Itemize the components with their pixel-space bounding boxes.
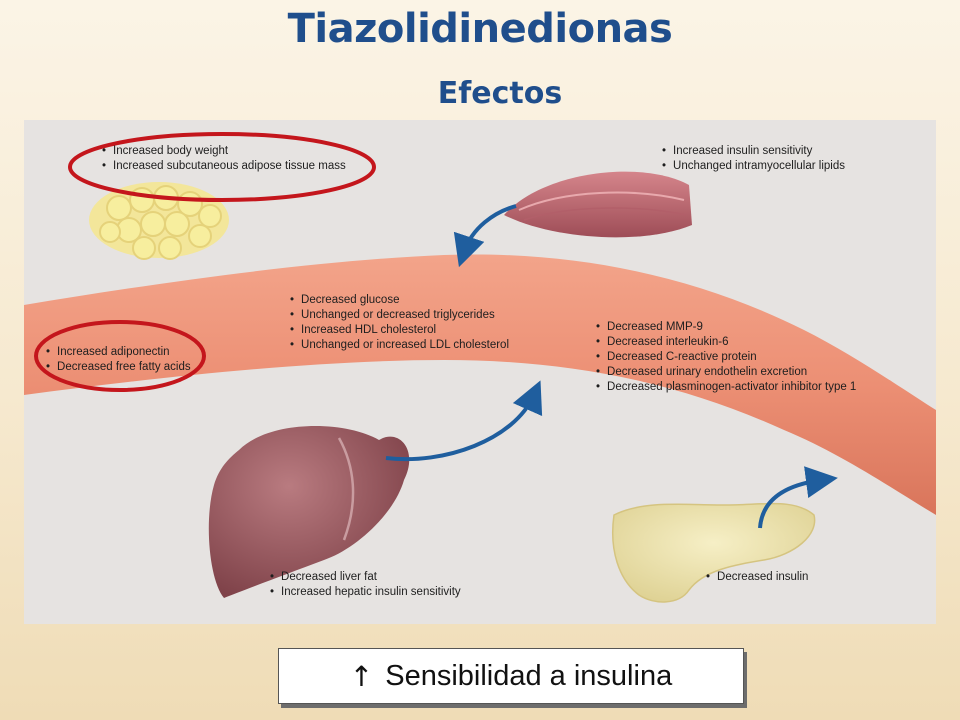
vessel-effect-item: Decreased MMP-9 bbox=[594, 320, 856, 335]
vessel-right-effects-list: Decreased MMP-9 Decreased interleukin-6 … bbox=[594, 320, 856, 395]
adipose-tissue-illustration bbox=[89, 182, 229, 260]
vessel-effect-item: Increased HDL cholesterol bbox=[288, 323, 509, 338]
vessel-effect-item: Unchanged or increased LDL cholesterol bbox=[288, 338, 509, 353]
pancreas-to-vessel-arrow bbox=[758, 466, 838, 529]
slide-subtitle: Efectos bbox=[437, 76, 563, 111]
vessel-effect-item: Decreased interleukin-6 bbox=[594, 335, 856, 350]
liver-effect-item: Increased hepatic insulin sensitivity bbox=[268, 585, 461, 600]
muscle-illustration bbox=[504, 171, 692, 238]
highlight-ring-adiponectin bbox=[34, 320, 206, 392]
muscle-effect-item: Increased insulin sensitivity bbox=[660, 144, 845, 159]
tzd-effects-diagram: Increased body weight Increased subcutan… bbox=[24, 120, 936, 624]
vessel-effect-item: Decreased plasminogen-activator inhibito… bbox=[594, 380, 856, 395]
vessel-left-effects-list: Increased adiponectin Decreased free fat… bbox=[44, 345, 191, 375]
vessel-effect-item: Increased adiponectin bbox=[44, 345, 191, 360]
liver-effect-item: Decreased liver fat bbox=[268, 570, 461, 585]
callout-text: Sensibilidad a insulina bbox=[385, 659, 673, 692]
up-arrow-icon: ↑ bbox=[349, 659, 374, 693]
muscle-to-vessel-arrow bbox=[453, 204, 517, 268]
pancreas-effects-list: Decreased insulin bbox=[704, 570, 808, 585]
muscle-effect-item: Unchanged intramyocellular lipids bbox=[660, 159, 845, 174]
liver-effects-list: Decreased liver fat Increased hepatic in… bbox=[268, 570, 461, 600]
insulin-sensitivity-callout: ↑ Sensibilidad a insulina bbox=[278, 648, 744, 704]
pancreas-illustration bbox=[612, 502, 816, 603]
liver-to-vessel-arrow bbox=[385, 380, 543, 462]
vessel-center-effects-list: Decreased glucose Unchanged or decreased… bbox=[288, 293, 509, 353]
liver-illustration bbox=[208, 426, 410, 598]
pancreas-effect-item: Decreased insulin bbox=[704, 570, 808, 585]
adipose-effect-item: Increased subcutaneous adipose tissue ma… bbox=[100, 159, 346, 174]
vessel-effect-item: Decreased urinary endothelin excretion bbox=[594, 365, 856, 380]
adipose-effects-list: Increased body weight Increased subcutan… bbox=[100, 144, 346, 174]
highlight-ring-adipose bbox=[68, 132, 376, 202]
vessel-effect-item: Decreased free fatty acids bbox=[44, 360, 191, 375]
slide-title: Tiazolidinedionas bbox=[287, 6, 673, 52]
muscle-effects-list: Increased insulin sensitivity Unchanged … bbox=[660, 144, 845, 174]
vessel-effect-item: Decreased C-reactive protein bbox=[594, 350, 856, 365]
adipose-effect-item: Increased body weight bbox=[100, 144, 346, 159]
vessel-effect-item: Decreased glucose bbox=[288, 293, 509, 308]
vessel-effect-item: Unchanged or decreased triglycerides bbox=[288, 308, 509, 323]
